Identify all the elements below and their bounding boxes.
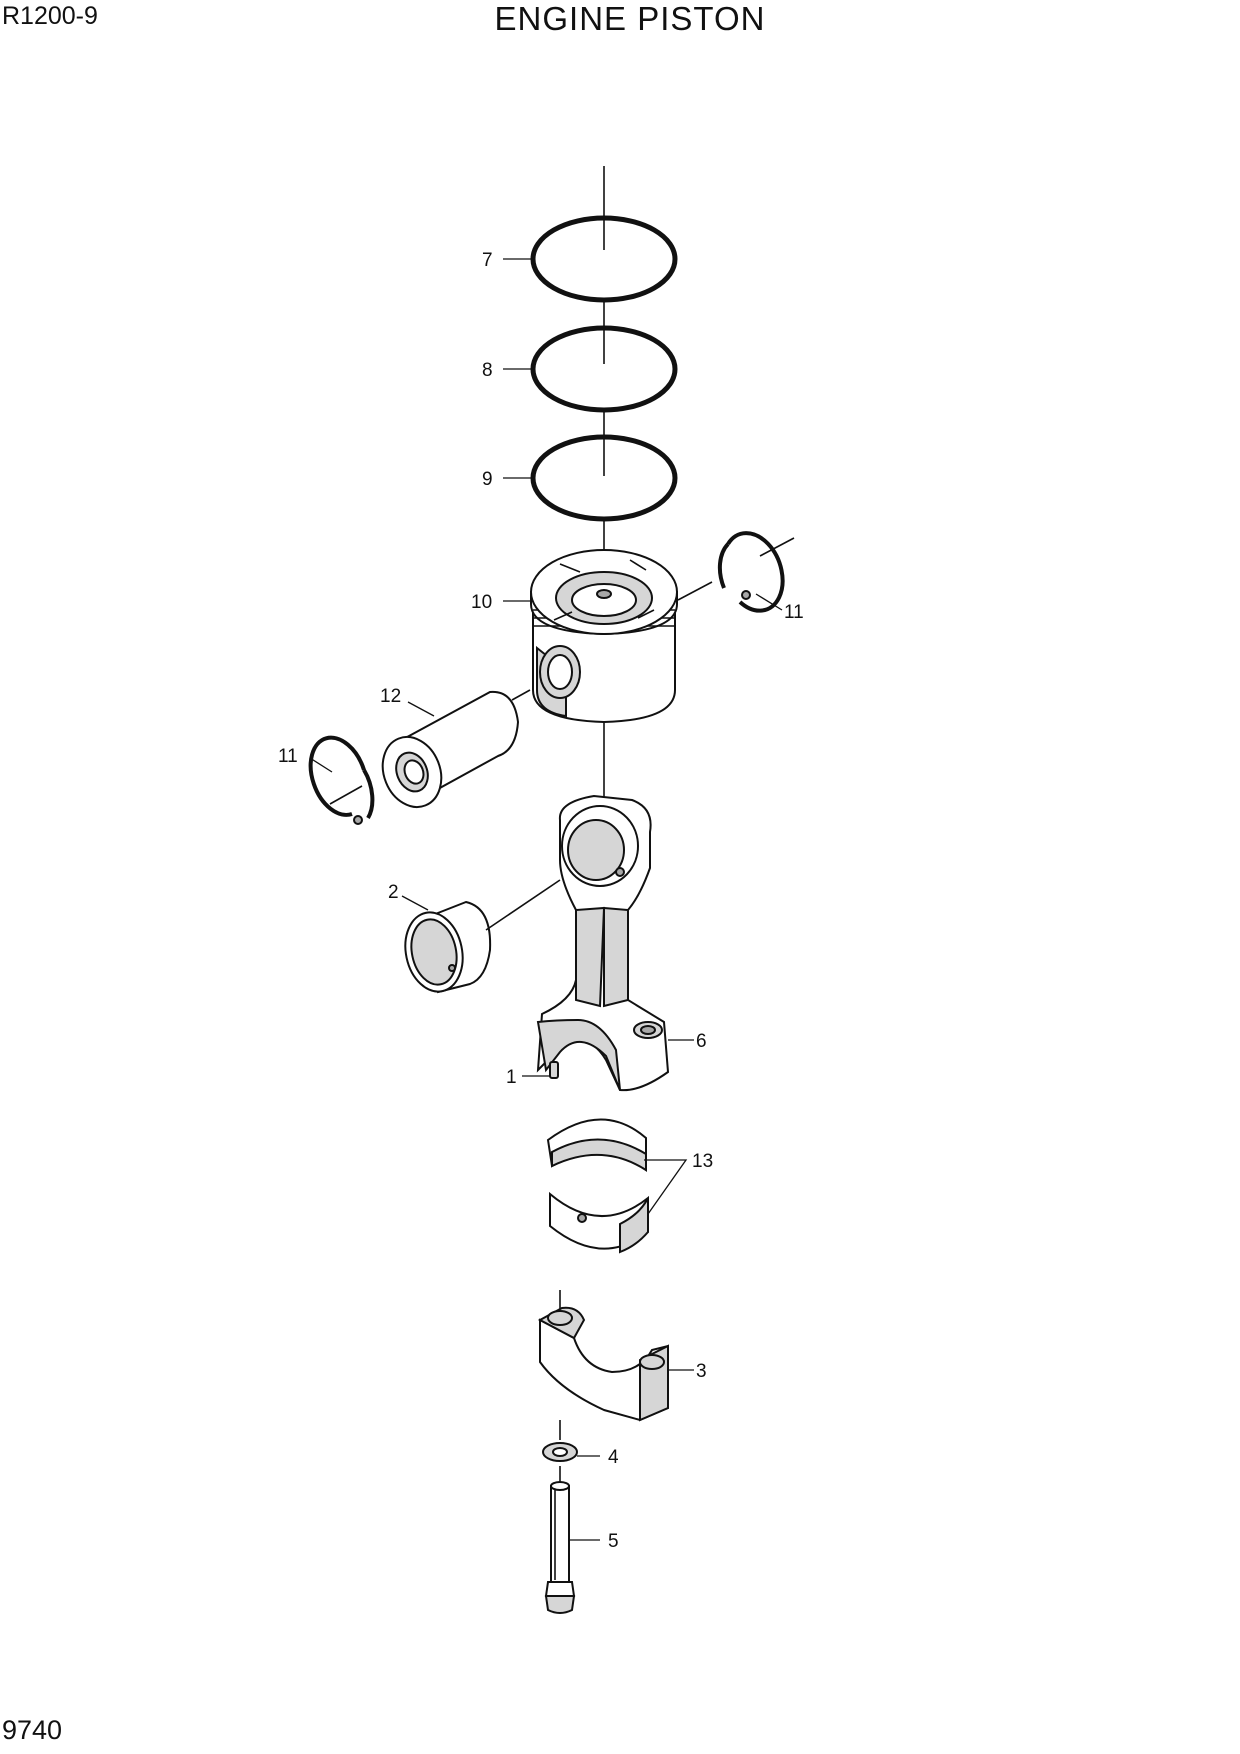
page-number: 9740 <box>2 1715 63 1745</box>
circlip-11-left <box>308 735 375 820</box>
bearing-shell-13-lower <box>549 1191 649 1254</box>
piston-pin-axis <box>329 537 795 805</box>
connecting-rod-6 <box>536 794 670 1092</box>
circlip-11-right <box>717 531 785 613</box>
bearing-shell-13-upper <box>546 1118 647 1172</box>
callout-2: 2 <box>388 882 399 903</box>
washer-4 <box>542 1420 578 1462</box>
callout-11-left: 11 <box>278 746 298 767</box>
leader-lines <box>309 258 783 1541</box>
bushing-axis <box>485 879 561 931</box>
callout-12: 12 <box>380 686 401 707</box>
callout-labels: 7 8 9 10 11 12 11 2 6 1 13 3 4 5 <box>278 250 804 1552</box>
callout-7: 7 <box>482 250 493 271</box>
model-code: R1200-9 <box>2 2 98 30</box>
piston-pin-12 <box>381 690 520 808</box>
dowel-pin-1 <box>549 1061 559 1079</box>
bearing-cap-3 <box>537 1290 669 1422</box>
callout-6: 6 <box>696 1031 707 1052</box>
callout-8: 8 <box>482 360 493 381</box>
connecting-rod-bolt-5 <box>544 1466 576 1614</box>
callout-3: 3 <box>696 1361 707 1382</box>
callout-13: 13 <box>692 1151 713 1172</box>
page-title: ENGINE PISTON <box>494 0 766 37</box>
callout-1: 1 <box>506 1067 517 1088</box>
piston-ring-7 <box>530 215 678 303</box>
callout-4: 4 <box>608 1447 619 1468</box>
callout-5: 5 <box>608 1531 619 1552</box>
callout-9: 9 <box>482 469 493 490</box>
callout-11-right: 11 <box>784 602 804 623</box>
piston-ring-9 <box>530 434 678 522</box>
piston-ring-8 <box>530 325 678 413</box>
piston-10 <box>530 549 678 724</box>
bushing-2 <box>404 900 492 994</box>
callout-10: 10 <box>471 592 492 613</box>
